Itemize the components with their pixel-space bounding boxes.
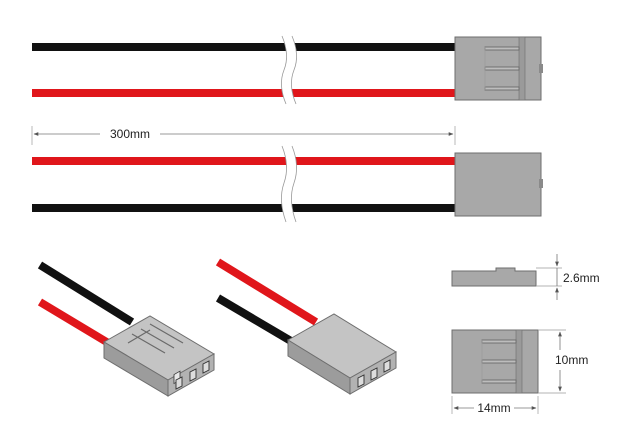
thickness-label: 2.6mm [563, 271, 600, 285]
side-view: 2.6mm [451, 254, 600, 300]
length-label: 300mm [110, 127, 150, 141]
wire-break-gap-2 [281, 146, 297, 222]
height-label: 10mm [555, 353, 588, 367]
isometric-view-a [37, 261, 215, 397]
connector-latch-2 [539, 179, 543, 188]
top-view-1 [32, 35, 543, 105]
connector-latch-1 [539, 64, 543, 73]
iso-a-wire-black [37, 261, 135, 326]
width-label: 14mm [477, 401, 510, 415]
iso-b-wire-red [215, 258, 319, 326]
wire-red-1 [32, 89, 456, 97]
side-view-body [451, 267, 537, 287]
front-view: 10mm 14mm [451, 329, 588, 415]
connector-housing-2 [454, 152, 542, 217]
wire-break-line-1a [281, 35, 287, 105]
wire-break-line-2b [291, 145, 297, 223]
length-dimension: 300mm [31, 126, 456, 145]
iso-a-contacts [175, 360, 210, 390]
iso-b-contacts [357, 359, 391, 388]
wire-black-2 [32, 204, 456, 212]
iso-a-pin-slots [127, 323, 184, 354]
isometric-view-b [215, 258, 397, 395]
wire-break-line-1b [291, 35, 297, 105]
top-view-2 [32, 145, 543, 223]
wire-red-2 [32, 157, 456, 165]
iso-b-wire-black [215, 294, 299, 348]
connector-rib-1 [518, 36, 526, 101]
wire-break-gap-1 [281, 36, 297, 104]
front-view-rib [515, 329, 523, 394]
iso-a-wire-red [37, 298, 113, 348]
wire-black-1 [32, 43, 456, 51]
wire-break-line-2a [281, 145, 287, 223]
